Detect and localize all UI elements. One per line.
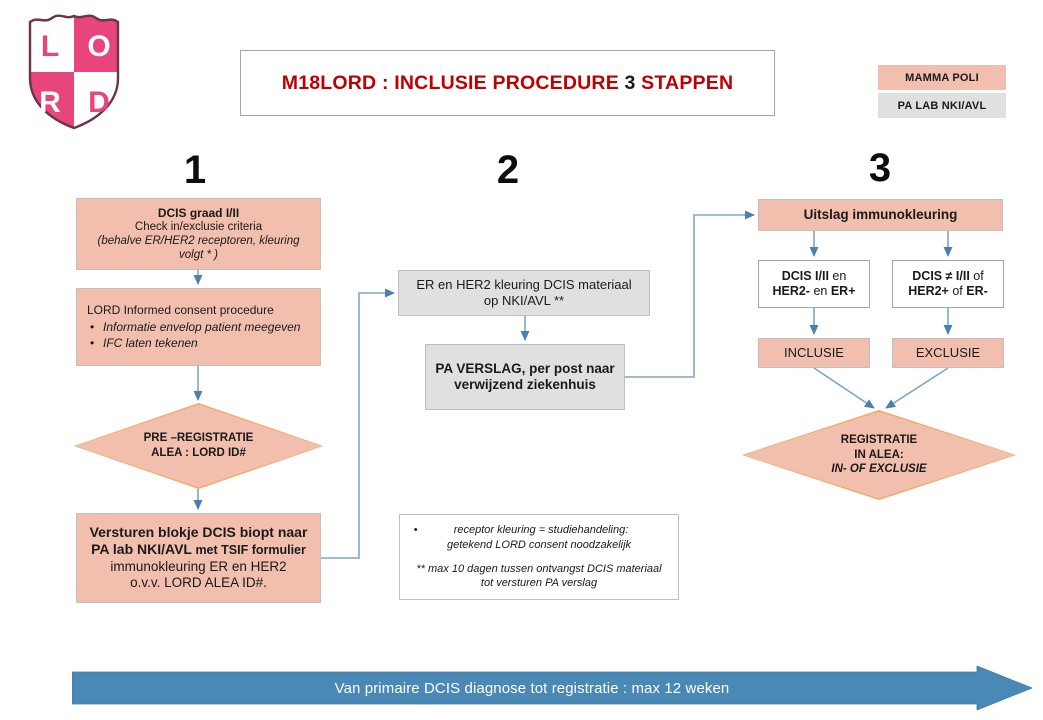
footnote-2-line2: tot versturen PA verslag [480, 577, 598, 590]
box-footnotes: • receptor kleuring = studiehandeling: ge… [399, 514, 679, 600]
box-exclusie: EXCLUSIE [892, 338, 1004, 368]
arrow-versturen-to-kleuring [321, 288, 395, 559]
box-dcis-graad-line3: (behalve ER/HER2 receptoren, kleuring [97, 235, 300, 248]
lord-shield-logo: L O R D [22, 10, 126, 132]
legend-item-mamma-poli: MAMMA POLI [878, 65, 1006, 90]
timeline-banner: Van primaire DCIS diagnose tot registrat… [72, 666, 1032, 710]
logo-letter-L: L [41, 30, 59, 63]
diamond-pre-registratie: PRE –REGISTRATIE ALEA : LORD ID# [74, 403, 323, 489]
diamond-registratie-text: REGISTRATIE IN ALEA: IN- OF EXCLUSIE [742, 410, 1016, 500]
box-uitslag-immunokleuring: Uitslag immunokleuring [758, 199, 1003, 231]
timeline-banner-label: Van primaire DCIS diagnose tot registrat… [334, 679, 730, 697]
pa-verslag-line2: verwijzend ziekenhuis [454, 377, 596, 392]
logo-letter-D: D [88, 86, 110, 119]
legend: MAMMA POLI PA LAB NKI/AVL [878, 65, 1006, 118]
footnote-bullet-icon: • [413, 523, 418, 536]
consent-bullet-2: IFC laten tekenen [90, 336, 300, 351]
pa-verslag-line1: PA VERSLAG, per post naar [435, 360, 615, 376]
logo-letter-O: O [87, 30, 110, 63]
logo-letter-R: R [39, 86, 61, 119]
box-decision-exclusion-criteria: DCIS ≠ I/II of HER2+ of ER- [892, 260, 1004, 308]
prereg-line2: ALEA : LORD ID# [151, 447, 246, 459]
page-title-box: M18LORD : INCLUSIE PROCEDURE 3 STAPPEN [240, 50, 775, 116]
box-dcis-graad: DCIS graad I/II Check in/exclusie criter… [76, 198, 321, 270]
diamond-registratie-in-alea: REGISTRATIE IN ALEA: IN- OF EXCLUSIE [742, 410, 1016, 500]
box-decision-inclusion-criteria: DCIS I/II en HER2- en ER+ [758, 260, 870, 308]
box-lord-informed-consent: LORD Informed consent procedure Informat… [76, 288, 321, 366]
page-title-part1: M18LORD : INCLUSIE PROCEDURE [281, 71, 625, 94]
box-pa-verslag: PA VERSLAG, per post naar verwijzend zie… [425, 344, 625, 410]
diamond-pre-registratie-text: PRE –REGISTRATIE ALEA : LORD ID# [74, 403, 323, 489]
prereg-line1: PRE –REGISTRATIE [143, 432, 254, 445]
decision-right-line1: DCIS ≠ I/II of [912, 269, 983, 284]
kleuring-line1: ER en HER2 kleuring DCIS materiaal [416, 277, 632, 293]
versturen-line1: Versturen blokje DCIS biopt naar [89, 524, 308, 541]
decision-left-line1: DCIS I/II en [782, 269, 847, 284]
page-title-number: 3 [624, 71, 636, 94]
versturen-line2-bold: PA lab NKI/AVL [91, 541, 192, 558]
box-versturen-blokje: Versturen blokje DCIS biopt naar PA lab … [76, 513, 321, 603]
arrow-exclusie-to-registratie [885, 367, 949, 409]
consent-bullet-list: Informatie envelop patient meegeven IFC … [87, 319, 300, 351]
decision-right-line1-rest: of [969, 268, 984, 283]
versturen-line2-small: met TSIF formulier [191, 543, 306, 558]
decision-right-her2: HER2+ [908, 284, 949, 298]
kleuring-line2: op NKI/AVL ** [483, 293, 565, 308]
box-dcis-graad-line2: Check in/exclusie criteria [134, 221, 263, 234]
decision-right-conj: of [948, 284, 967, 298]
decision-left-line2: HER2- en ER+ [772, 284, 855, 299]
decision-left-line1-bold: DCIS I/II [781, 268, 829, 283]
step-number-3: 3 [868, 146, 892, 190]
footnote-1-line1: • receptor kleuring = studiehandeling: [414, 523, 629, 538]
decision-right-line1-bold: DCIS ≠ I/II [912, 268, 970, 283]
footnote-1-line1-text: receptor kleuring = studiehandeling: [453, 523, 629, 536]
step-number-1: 1 [183, 148, 207, 192]
legend-item-pa-lab: PA LAB NKI/AVL [878, 93, 1006, 118]
decision-left-conj: en [809, 284, 831, 298]
decision-left-line1-rest: en [828, 268, 847, 283]
registratie-line1: REGISTRATIE [840, 433, 918, 446]
registratie-line3: IN- OF EXCLUSIE [831, 463, 927, 476]
consent-header: LORD Informed consent procedure [87, 303, 274, 318]
footnote-2-line1: ** max 10 dagen tussen ontvangst DCIS ma… [416, 562, 662, 575]
versturen-line3: immunokleuring ER en HER2 [110, 558, 287, 574]
box-inclusie: INCLUSIE [758, 338, 870, 368]
box-dcis-graad-line1: DCIS graad I/II [157, 205, 240, 220]
decision-left-her2: HER2- [772, 284, 810, 298]
page-title-part2: STAPPEN [635, 71, 734, 94]
versturen-line4: o.v.v. LORD ALEA ID#. [130, 575, 267, 591]
decision-right-line2: HER2+ of ER- [908, 284, 988, 299]
box-dcis-graad-line4: volgt * ) [179, 249, 218, 262]
arrow-inclusie-to-registratie [813, 367, 875, 409]
consent-bullet-1: Informatie envelop patient meegeven [90, 320, 300, 335]
page-title: M18LORD : INCLUSIE PROCEDURE 3 STAPPEN [282, 72, 733, 95]
footnote-1-line2: getekend LORD consent noodzakelijk [446, 538, 632, 551]
decision-left-er: ER+ [830, 284, 856, 298]
decision-right-er: ER- [966, 284, 988, 298]
box-er-her2-kleuring: ER en HER2 kleuring DCIS materiaal op NK… [398, 270, 650, 316]
step-number-2: 2 [496, 148, 520, 192]
timeline-banner-arrow-icon [72, 666, 1032, 710]
registratie-line2: IN ALEA: [854, 448, 904, 461]
